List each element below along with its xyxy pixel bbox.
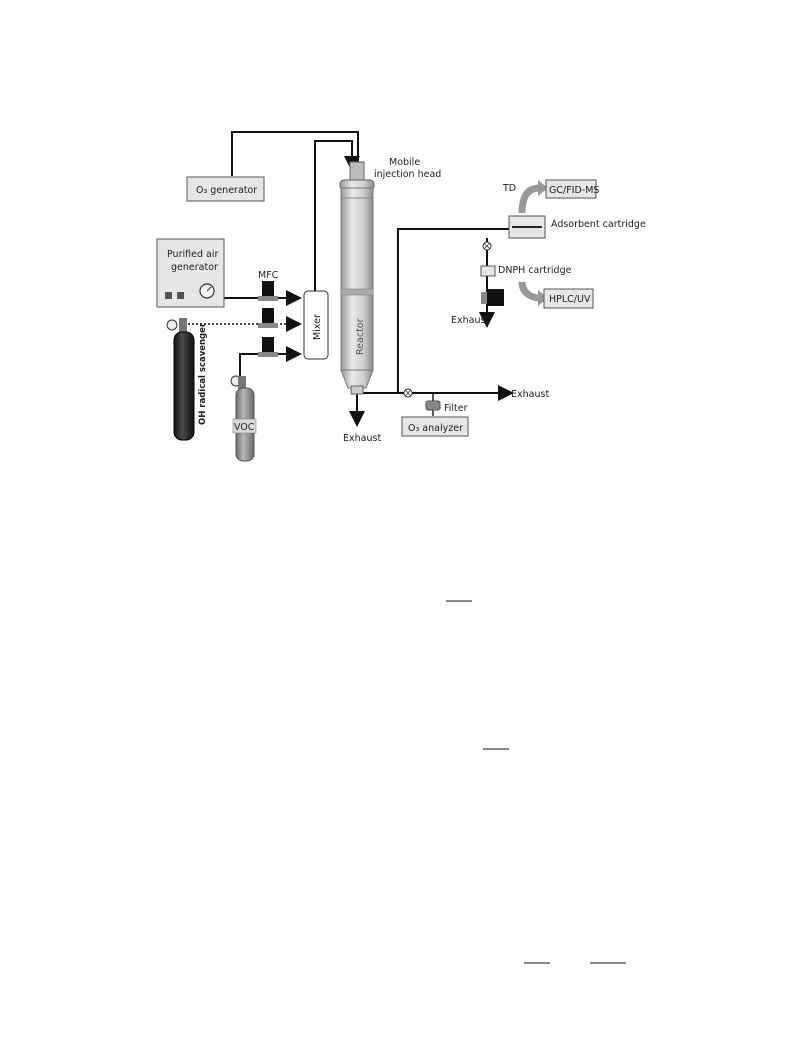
dnph-exhaust-label: Exhaust — [451, 315, 489, 326]
reactor-label: Reactor — [355, 318, 366, 355]
adsorbent-cartridge-label: Adsorbent cartridge — [551, 219, 646, 230]
injection-head-label-1: Mobile — [389, 157, 420, 168]
hplc-uv-label: HPLC/UV — [549, 294, 591, 305]
filter-icon — [425, 400, 441, 411]
exhaust-bottom-label: Exhaust — [343, 433, 381, 444]
o3-generator-label: O₃ generator — [196, 185, 257, 196]
hplc-arrow-head — [538, 290, 548, 306]
mixer-box — [303, 290, 329, 360]
air-gen-switch-2 — [177, 292, 184, 299]
air-gen-switch-1 — [165, 292, 172, 299]
voc-to-mfc3-line — [239, 346, 302, 378]
mixer-label: Mixer — [312, 314, 323, 340]
td-arrow-head — [538, 180, 548, 196]
gc-fid-ms-box — [545, 179, 597, 199]
o3-analyzer-label: O₃ analyzer — [408, 423, 463, 434]
td-arrow-shaft — [518, 184, 541, 214]
mfc-label: MFC — [258, 270, 279, 281]
td-label: TD — [502, 183, 516, 194]
mfc-1 — [258, 281, 278, 301]
injection-head-label-2: injection head — [374, 169, 441, 180]
hplc-uv-box — [543, 288, 594, 309]
hplc-arrow-shaft — [518, 281, 541, 302]
exhaust-right-label: Exhaust — [511, 389, 549, 400]
sampling-line — [397, 228, 510, 393]
o3-generator-box — [186, 176, 265, 202]
air-gen-label-1: Purified air — [167, 249, 218, 260]
scavenger-gauge-icon — [166, 319, 178, 331]
air-gen-label-2: generator — [171, 262, 218, 273]
dnph-cartridge-box — [480, 265, 496, 277]
oh-scavenger-label: OH radical scavenger — [198, 322, 208, 425]
reactor — [339, 161, 375, 395]
gc-fid-ms-label: GC/FID-MS — [549, 185, 599, 196]
voc-label: VOC — [234, 422, 255, 433]
purified-air-generator: Purified air generator — [156, 238, 225, 308]
voc-cylinder — [230, 375, 257, 462]
dnph-cartridge-label: DNPH cartridge — [498, 265, 572, 276]
mixer-to-reactor-line — [314, 140, 360, 291]
oh-scavenger-cylinder — [166, 318, 195, 441]
o3-supply-line — [231, 131, 359, 176]
mfc-2 — [258, 308, 278, 328]
filter-label: Filter — [444, 403, 468, 414]
mfc-3 — [258, 337, 278, 357]
pump-icon — [486, 289, 504, 306]
o3-analyzer-box — [401, 416, 469, 437]
